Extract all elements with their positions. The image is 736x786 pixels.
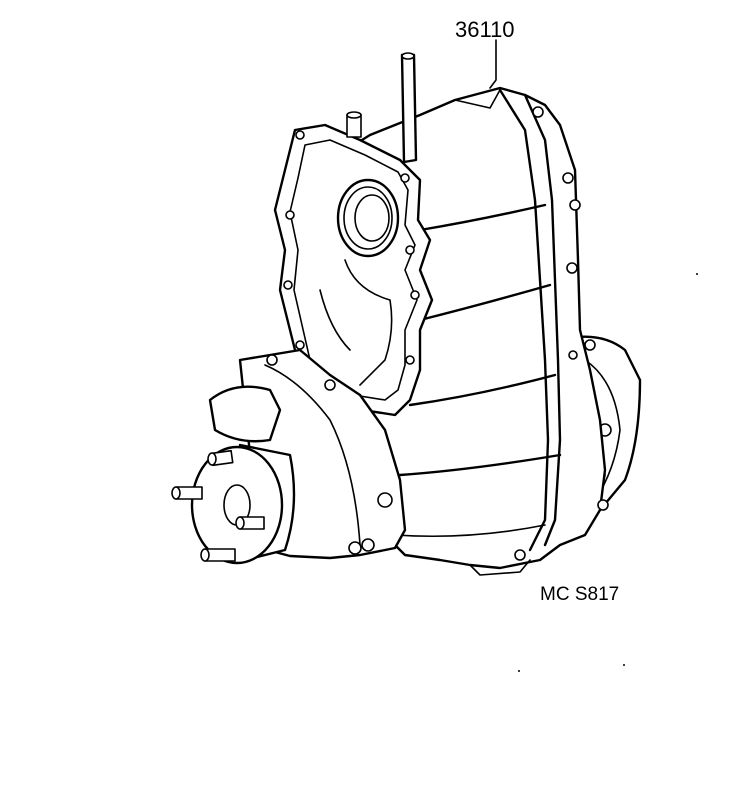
scan-dot [696,273,698,275]
input-shaft-seal [319,178,400,386]
breather-tube [400,52,418,164]
scan-dot [518,670,520,672]
flange-stud [200,548,236,562]
scan-dot [623,664,625,666]
flange-stud [235,516,265,530]
flange-stud [207,449,234,467]
flange-stud [171,486,203,500]
part-number-leader-line [489,39,497,89]
part-number-label: 36110 [455,17,515,42]
top-stud [346,111,362,138]
companion-flange [171,443,296,565]
reference-code-label: MC S817 [540,584,619,605]
